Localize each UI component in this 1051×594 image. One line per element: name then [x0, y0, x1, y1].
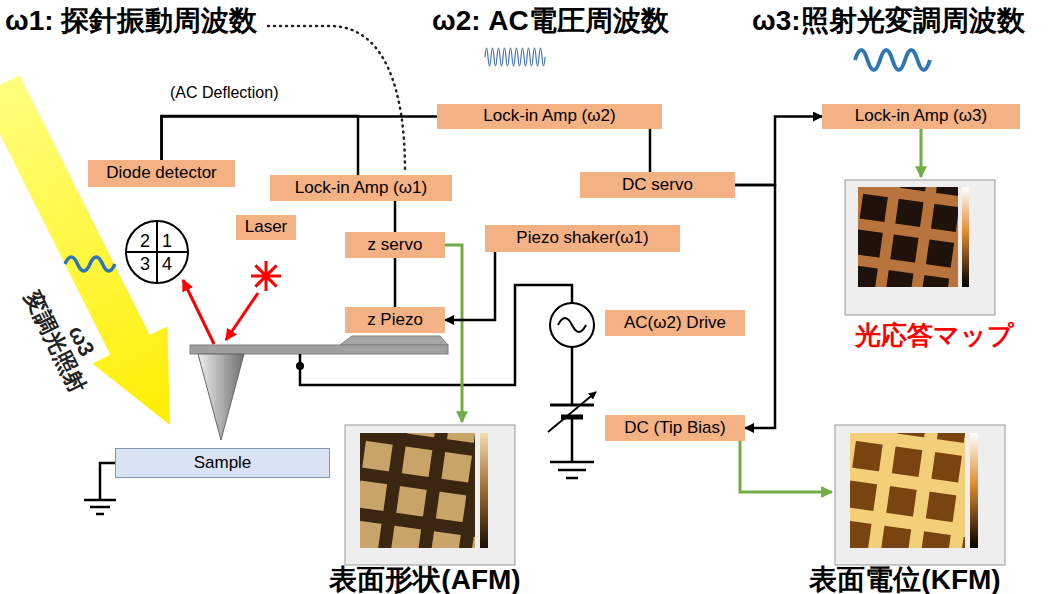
- lockin-amp-box: Lock-in Amp (ω3): [822, 104, 1020, 129]
- light-arrow: [65, 257, 115, 271]
- node-text: DC servo: [622, 176, 693, 195]
- image-caption: 表面電位(KFM): [809, 565, 1000, 594]
- node-text: Sample: [194, 454, 252, 473]
- afm-image: [345, 425, 515, 565]
- frequency-wave: [855, 50, 930, 70]
- laser-beam: [183, 261, 281, 344]
- photoresponse-image: [845, 180, 995, 315]
- node-text: Lock-in Amp (ω3): [855, 107, 987, 126]
- bias-box: DC (Tip Bias): [605, 415, 745, 441]
- dotted-pointer: [268, 26, 405, 170]
- photodiode-outline: [126, 221, 188, 283]
- servo-box: z servo: [345, 232, 445, 258]
- output-arrow: [920, 129, 923, 177]
- bias-circuit: [550, 303, 594, 347]
- photoresponse-image: [858, 187, 958, 287]
- frequency-label: ω2: AC電圧周波数: [432, 6, 669, 35]
- frequency-label: ω1: 探針振動周波数: [5, 6, 257, 35]
- bias-circuit: [300, 285, 572, 385]
- photodiode-outline: [124, 219, 190, 285]
- node-text: Diode detector: [106, 164, 217, 183]
- afm-image: [345, 425, 515, 565]
- signal-wire: [735, 117, 822, 186]
- node-text: Laser: [245, 218, 288, 237]
- laser-beam: [251, 261, 281, 291]
- node-text: Lock-in Amp (ω1): [295, 179, 427, 198]
- quadrant-number: 4: [162, 255, 172, 273]
- drive-box: AC(ω2) Drive: [605, 310, 745, 336]
- frequency-wave: [485, 48, 545, 66]
- cantilever-probe: [190, 336, 448, 440]
- frequency-wave: [485, 48, 930, 70]
- quadrant-number: 3: [140, 255, 150, 273]
- laser-beam: [183, 280, 214, 344]
- bias-circuit: [558, 318, 586, 332]
- node-text: AC(ω2) Drive: [624, 314, 726, 333]
- laser-box: Laser: [236, 215, 296, 240]
- frequency-label: ω3:照射光変調周波数: [752, 6, 1025, 35]
- signal-wire: [394, 201, 397, 232]
- afm-image: [360, 433, 475, 548]
- image-caption: 表面形状(AFM): [329, 565, 520, 594]
- photoresponse-image: [962, 187, 969, 287]
- detector-box: Diode detector: [88, 160, 235, 187]
- cantilever-probe: [340, 336, 448, 345]
- signal-label: (AC Deflection): [170, 85, 278, 102]
- afm-image: [480, 433, 488, 548]
- quadrant-number: 1: [162, 232, 172, 250]
- piezo-box: z Piezo: [345, 307, 445, 333]
- quadrant-divider: [126, 221, 188, 283]
- lockin-amp-box: Lock-in Amp (ω2): [437, 104, 662, 129]
- image-caption: 光応答マップ: [855, 322, 1014, 349]
- servo-box: DC servo: [580, 172, 735, 198]
- cantilever-probe: [190, 345, 448, 354]
- bias-circuit: [548, 392, 596, 432]
- bias-circuit: [296, 362, 304, 370]
- signal-wire: [394, 258, 397, 307]
- bias-circuit: [84, 463, 116, 514]
- node-text: Lock-in Amp (ω2): [483, 107, 615, 126]
- kfm-image: [835, 425, 1005, 565]
- cantilever-probe: [198, 354, 244, 440]
- sample-box: Sample: [115, 448, 330, 478]
- node-text: DC (Tip Bias): [624, 419, 725, 438]
- bias-circuit: [84, 285, 596, 514]
- node-text: z servo: [368, 236, 423, 255]
- kfm-image: [970, 433, 978, 548]
- laser-beam: [226, 293, 258, 340]
- output-arrow: [445, 245, 462, 422]
- node-text: z Piezo: [367, 311, 423, 330]
- bias-circuit: [550, 404, 594, 407]
- quadrant-number: 2: [140, 232, 150, 250]
- signal-wire: [445, 252, 495, 320]
- signal-wire: [735, 185, 775, 428]
- quadrant-photodiode: 2134: [124, 219, 190, 285]
- lockin-amp-box: Lock-in Amp (ω1): [270, 175, 452, 201]
- photoresponse-image: [845, 180, 995, 315]
- signal-wire: [162, 117, 438, 161]
- output-arrow: [445, 129, 921, 492]
- kfm-image: [850, 433, 965, 548]
- output-arrow: [740, 441, 832, 492]
- node-text: Piezo shaker(ω1): [516, 229, 648, 248]
- bias-circuit: [550, 462, 594, 478]
- kfm-image: [835, 425, 1005, 565]
- signal-wire: [649, 129, 652, 172]
- shaker-box: Piezo shaker(ω1): [485, 225, 680, 252]
